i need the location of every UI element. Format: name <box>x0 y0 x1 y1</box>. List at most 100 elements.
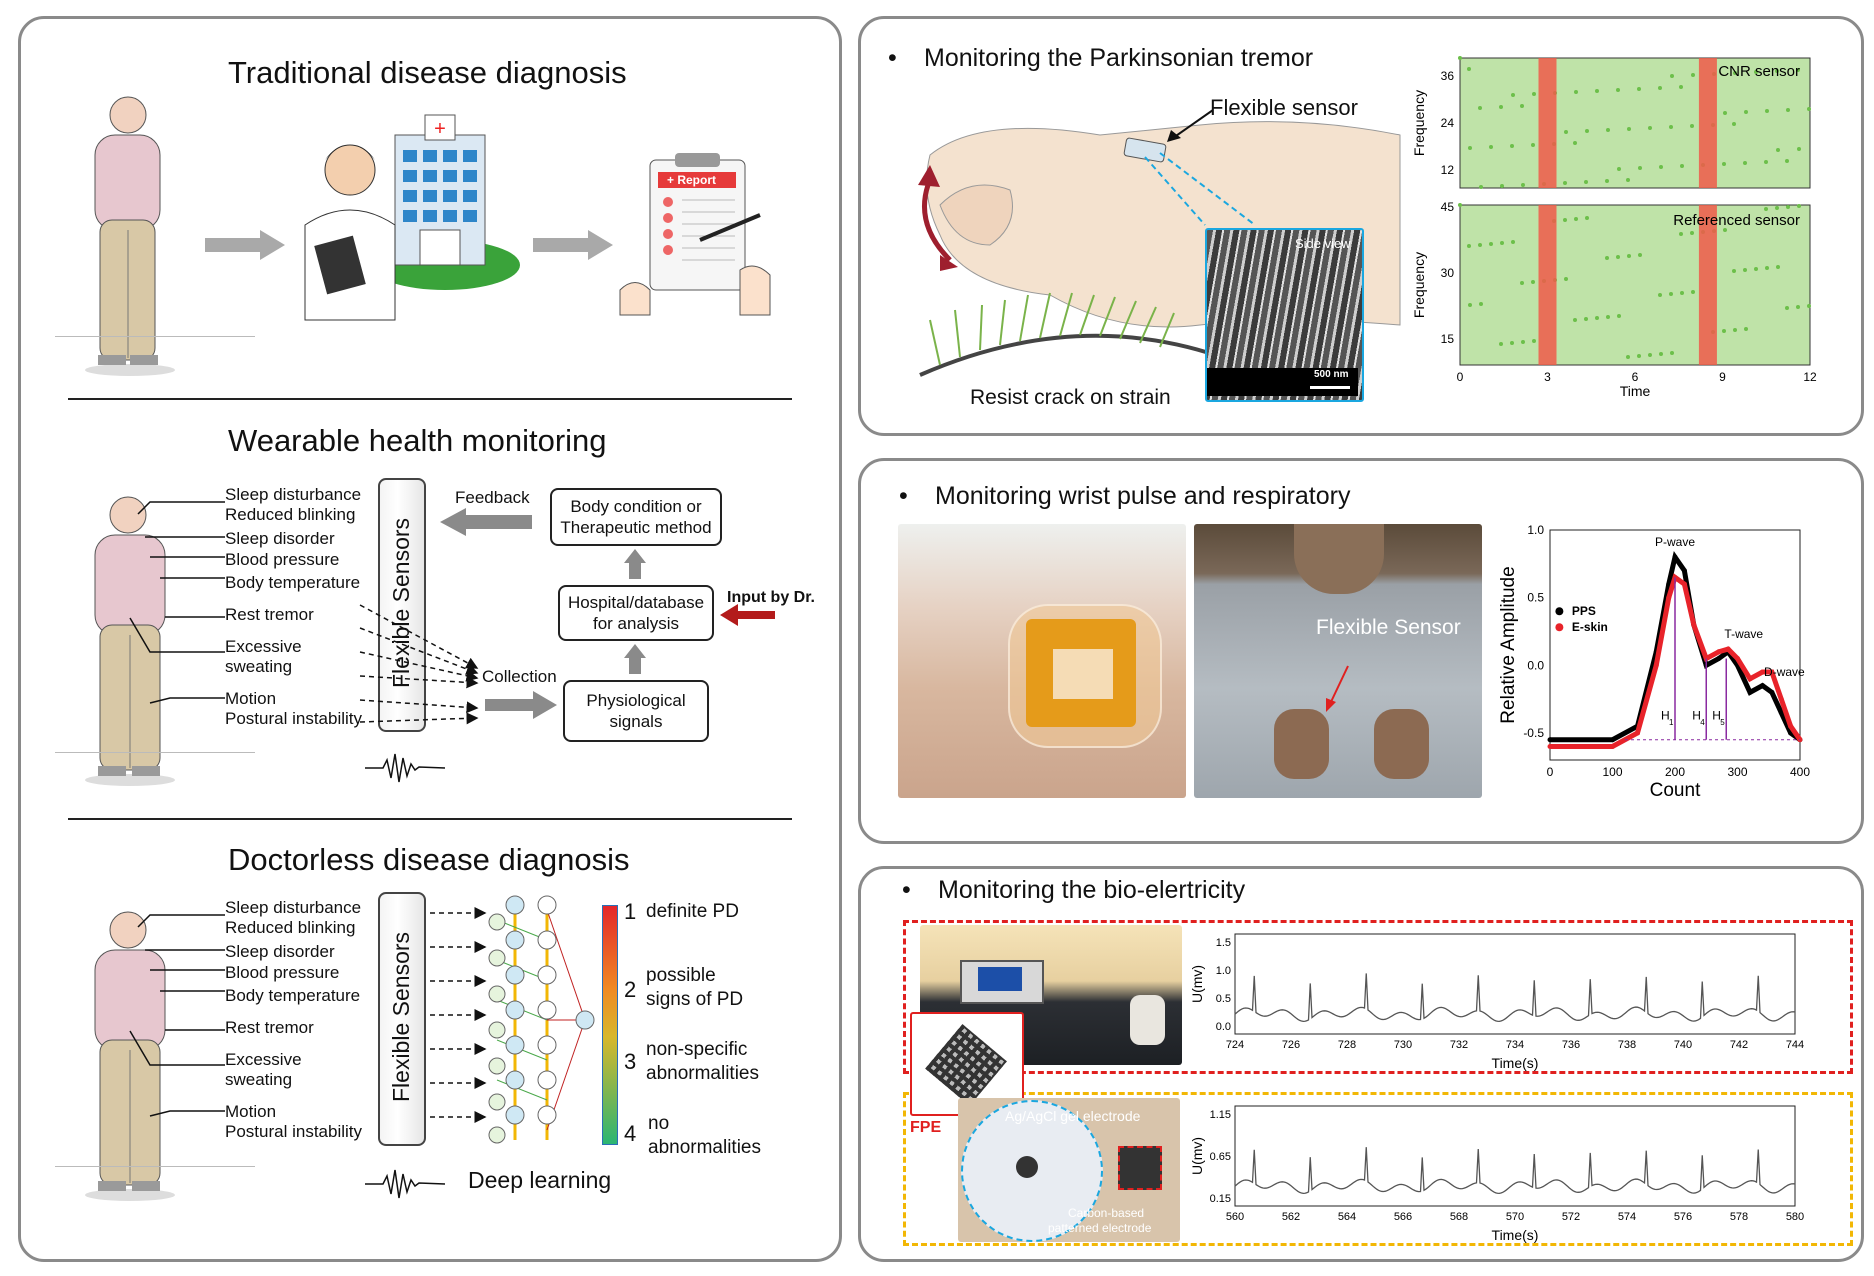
noise-dot <box>1743 161 1747 165</box>
carbon-label-1: Carbon-based <box>1068 1206 1145 1220</box>
symptom-motion: Motion <box>225 1102 277 1121</box>
scale-text-4a: no <box>648 1113 670 1134</box>
doctor-hospital-illustration: + <box>304 114 520 321</box>
plot-frame <box>1234 1105 1796 1207</box>
symptom-sweating: sweating <box>225 657 293 676</box>
y-tick-label: 24 <box>1441 116 1455 130</box>
noise-dot <box>1511 93 1515 97</box>
symptom-reduced-blinking: Reduced blinking <box>225 918 356 937</box>
chest-left-hand <box>1274 709 1329 779</box>
tremor-band <box>1538 205 1557 365</box>
x-tick-label: 400 <box>1790 765 1810 779</box>
noise-dot <box>1797 204 1801 208</box>
symptom-leader-lines <box>129 914 225 1117</box>
noise-dot <box>1796 68 1800 72</box>
legend-label: PPS <box>1572 604 1596 618</box>
y-tick-label: 0.15 <box>1210 1193 1231 1205</box>
deep-learning-label: Deep learning <box>468 1167 612 1193</box>
noise-dot <box>1807 107 1811 111</box>
x-tick-label: 736 <box>1562 1039 1580 1051</box>
y-tick-label: 1.0 <box>1216 965 1231 977</box>
p-wave-label: P-wave <box>1655 535 1695 549</box>
tremor-band <box>1698 58 1717 188</box>
noise-dot <box>1489 145 1493 149</box>
x-tick-label: 734 <box>1506 1039 1524 1051</box>
symptom-excessive: Excessive <box>225 637 302 656</box>
x-axis-label: Time(s) <box>1492 1055 1539 1071</box>
elderly-man-figure <box>85 911 175 1201</box>
noise-dot <box>1499 105 1503 109</box>
noise-dot <box>1605 256 1609 260</box>
noise-dot <box>1659 352 1663 356</box>
flexible-sensor-label: Flexible sensor <box>1210 95 1358 120</box>
body-line-1: Body condition or <box>570 497 702 516</box>
noise-dot <box>1669 125 1673 129</box>
svg-text:+: + <box>434 118 446 140</box>
noise-dot <box>1723 111 1727 115</box>
noise-dot <box>1605 179 1609 183</box>
series-point <box>1747 689 1753 695</box>
scale-num-3: 3 <box>624 1049 637 1074</box>
body-line-2: Therapeutic method <box>560 518 712 537</box>
x-tick-label: 732 <box>1450 1039 1468 1051</box>
noise-dot <box>1679 85 1683 89</box>
symptom-body-temperature: Body temperature <box>225 986 361 1005</box>
noise-dot <box>1775 206 1779 210</box>
x-tick-label: 574 <box>1618 1211 1636 1223</box>
y-axis-label: Frequency <box>1411 252 1427 318</box>
physiological-signals-box: Physiological signals <box>563 680 709 742</box>
series-point <box>1666 595 1672 601</box>
flexible-sensor-photo-label: Flexible Sensor <box>1316 616 1461 639</box>
series-point <box>1610 737 1615 743</box>
y-axis-label: U(mv) <box>1189 1137 1205 1175</box>
input-by-dr-label: Input by Dr. <box>727 589 815 606</box>
arrow-right-icon <box>533 230 613 260</box>
noise-dot <box>1573 318 1577 322</box>
chest-photo <box>1194 524 1482 798</box>
ecg-trace <box>1234 1147 1796 1195</box>
noise-dot <box>1638 166 1642 170</box>
x-tick-label: 570 <box>1506 1211 1524 1223</box>
chest-right-hand <box>1374 709 1429 779</box>
noise-dot <box>1690 231 1694 235</box>
x-tick-label: 562 <box>1282 1211 1300 1223</box>
series-point <box>1716 649 1722 655</box>
x-tick-label: 0 <box>1457 370 1464 384</box>
noise-dot <box>1616 255 1620 259</box>
noise-dot <box>1690 124 1694 128</box>
diagnosis-color-scale <box>602 905 618 1145</box>
scale-text-1: definite PD <box>646 901 739 922</box>
noise-dot <box>1617 167 1621 171</box>
x-tick-label: 100 <box>1602 765 1622 779</box>
y-tick-label: 1.5 <box>1216 937 1231 949</box>
arrow-right-icon <box>485 691 557 719</box>
scale-text-4b: abnormalities <box>648 1137 761 1158</box>
x-tick-label: 560 <box>1226 1211 1244 1223</box>
noise-dot <box>1723 228 1727 232</box>
symptom-body-temperature: Body temperature <box>225 573 361 592</box>
symptom-leader-lines <box>129 501 225 704</box>
elderly-man-figure <box>85 496 175 786</box>
noise-dot <box>1732 122 1736 126</box>
noise-dot <box>1658 293 1662 297</box>
x-tick-label: 742 <box>1730 1039 1748 1051</box>
instrument-screen <box>978 967 1022 991</box>
noise-dot <box>1478 106 1482 110</box>
x-tick-label: 566 <box>1394 1211 1412 1223</box>
noise-dot <box>1626 355 1630 359</box>
series-point <box>1547 737 1553 743</box>
symptom-blood-pressure: Blood pressure <box>225 550 340 569</box>
series-point <box>1716 656 1722 662</box>
scale-bar-background <box>1207 368 1358 396</box>
series-point <box>1760 683 1765 689</box>
floor-line <box>55 752 255 753</box>
y-tick-label: 15 <box>1441 332 1455 346</box>
collection-label: Collection <box>482 667 557 686</box>
noise-dot <box>1691 290 1695 294</box>
noise-dot <box>1585 216 1589 220</box>
noise-dot <box>1627 254 1631 258</box>
scale-text-2b: signs of PD <box>646 989 744 1010</box>
noise-dot <box>1574 217 1578 221</box>
